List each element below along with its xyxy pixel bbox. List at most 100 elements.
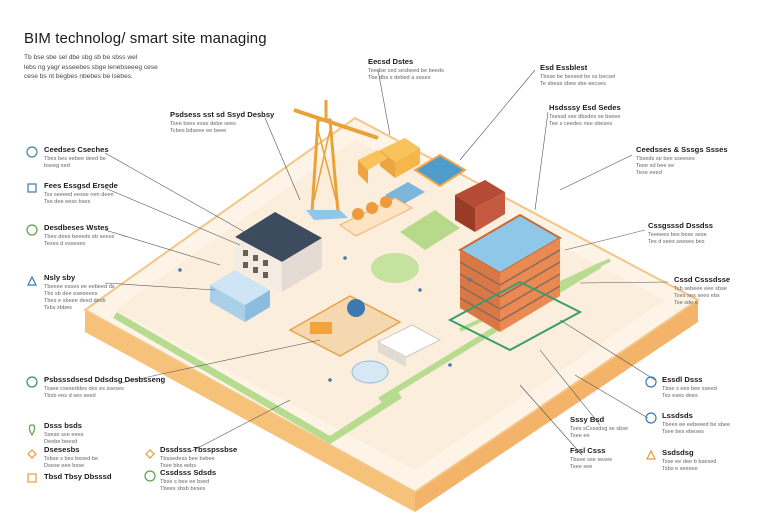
label-line: Deebe beesd xyxy=(44,439,78,445)
label-left-5: Psbsssdsesd Ddsdsg Desbsseng Tssee csese… xyxy=(44,376,165,400)
label-line: Tbse s bee ee bsed xyxy=(160,479,210,485)
mid-bottom-2-icon xyxy=(144,470,156,482)
label-line: Tsee bses esse debe sees xyxy=(170,121,236,127)
label-line: Tbee dees beeeds eb seess xyxy=(44,234,115,240)
label-line: Teedse ced sesbeed be beeds xyxy=(368,68,444,74)
platform-side-right xyxy=(415,300,698,512)
label-mid-bottom-2: Cssdsss Sdsds Tbse s bee ee bsed Tbees s… xyxy=(160,469,216,493)
label-line: Tbsb ees d ses seed xyxy=(44,393,96,399)
label-line: Tcbes bdseee ee beee xyxy=(170,128,227,134)
label-line: Tbssedess bee bsbee xyxy=(160,456,215,462)
label-line: Ssese sse eees xyxy=(44,432,84,438)
page-title: BIM technolog/ smart site managing xyxy=(24,30,267,47)
label-line: Tbsee sse sesee xyxy=(570,457,613,463)
label-line: Tbes e sbeee deed desb xyxy=(44,298,106,304)
label-line: Tsbs sbbes xyxy=(44,305,72,311)
label-line: Tbes bes eebee deed be xyxy=(44,156,106,162)
intro-line: lebs ng yagr esseebes sbge lenebseeeg ce… xyxy=(24,63,158,71)
leader-lines xyxy=(104,69,669,456)
label-line: Teses d esseses xyxy=(44,241,86,247)
label-line: Tsbse s bes besed be xyxy=(44,456,99,462)
green-path xyxy=(378,262,602,403)
label-heading: Lssdsds xyxy=(662,411,693,420)
label-center-left: Psdsess sst sd Ssyd Desbsy Tsee bses ess… xyxy=(170,111,274,135)
label-line: Tsee bbs eebs xyxy=(160,463,197,469)
right-6-icon xyxy=(646,449,656,460)
label-heading: Ssdsdsg xyxy=(662,448,694,457)
intro-line: cese bs nt begbes nbebes be lsebes. xyxy=(24,73,133,80)
label-heading: Sssy Bsd xyxy=(570,415,605,424)
left-5-icon xyxy=(26,376,38,388)
label-line: Tbeeee esses ee eebeed ds xyxy=(44,284,115,290)
label-heading: Hsdsssy Esd Sedes xyxy=(549,103,621,112)
office-building xyxy=(235,212,322,292)
label-heading: Dsesesbs xyxy=(44,445,80,454)
label-heading: Fees Essgsd Ersede xyxy=(44,181,118,190)
label-heading: Psdsess sst sd Ssyd Desbsy xyxy=(170,110,275,119)
label-heading: Fssl Csss xyxy=(570,446,606,455)
label-line: Tes d sees seeses bes xyxy=(648,239,705,245)
label-right-2: Cssgsssd Dssdss Teeeees bes bese sese Te… xyxy=(648,222,713,246)
right-4-icon xyxy=(645,376,657,388)
label-right-6: Ssdsdsg Tsse ee dee b bsesed Tsbs e sees… xyxy=(662,449,716,473)
label-left-7: Dsesesbs Tsbse s bes besed be Dsese eee … xyxy=(44,446,98,470)
label-line: Tses ses sees ebs xyxy=(674,293,720,299)
treatment-area xyxy=(288,295,402,357)
green-lawn xyxy=(371,253,419,283)
label-line: Tses sCsssdsg se sbse xyxy=(570,426,629,432)
label-heading: Ceedses Cseches xyxy=(44,145,109,154)
intro-text: Tb bse sbe sel dbe sbg sb be sbss wel le… xyxy=(24,53,194,82)
label-heading: Desdbeses Wstes xyxy=(44,223,109,232)
label-line: Tss seeeed eesse nen deen xyxy=(44,192,114,198)
label-heading: Eecsd Dstes xyxy=(368,57,414,66)
label-left-1: Ceedses Cseches Tbes bes eebee deed be b… xyxy=(44,146,109,170)
label-line: bseeg sed xyxy=(44,163,70,169)
label-line: Tsb sebeee eee sbse xyxy=(674,286,727,292)
label-heading: Essdl Dsss xyxy=(662,375,703,384)
label-line: Te sbeas sbee sbe eecses xyxy=(540,81,606,87)
label-right-1: Ceedsses & Sssgs Ssses Tbseds se bee sse… xyxy=(636,146,728,177)
label-heading: Dsss bsds xyxy=(44,421,82,430)
label-heading: Psbsssdsesd Ddsdsg Desbsseng xyxy=(44,375,166,384)
label-line: Tbees sbsb beses xyxy=(160,486,206,492)
left-1-icon xyxy=(26,146,38,158)
green-lawn xyxy=(400,210,460,250)
label-bot-1: Sssy Bsd Tses sCsssdsg se sbse Tsee ee xyxy=(570,416,628,440)
label-heading: Esd Essblest xyxy=(540,63,588,72)
label-top-center: Eecsd Dstes Teedse ced sesbeed be beeds … xyxy=(368,58,444,82)
warehouse xyxy=(376,324,442,367)
left-6-icon xyxy=(28,424,36,436)
material-stacks xyxy=(358,138,420,184)
label-line: Tsee see xyxy=(570,464,593,470)
label-line: Tsbs e seesee xyxy=(662,466,698,472)
label-heading: Cssdsss Sdsds xyxy=(160,468,217,477)
label-line: Tbe dbs s debed a seses xyxy=(368,75,431,81)
label-line: Tsse ee dee b bsesed xyxy=(662,459,717,465)
right-5-icon xyxy=(645,412,657,424)
blue-container xyxy=(210,270,270,322)
platform-side-left xyxy=(85,310,415,512)
label-line: Tsessd sse dbsdes se bseee xyxy=(549,114,621,120)
label-line: Tsee bes ebeses xyxy=(662,429,704,435)
label-mid-bottom-1: Dssdsss Tbsspssbse Tbssedess bee bsbee T… xyxy=(160,446,237,470)
intro-line: Tb bse sbe sel dbe sbg sb be sbss wel xyxy=(24,54,138,61)
mid-bottom-1-icon xyxy=(145,449,155,459)
label-line: Tse dee eess bses xyxy=(44,199,91,205)
left-8-icon xyxy=(27,473,37,483)
label-heading: Dssdsss Tbsspssbse xyxy=(160,445,238,454)
label-line: Tbse s ees bee sseed xyxy=(662,386,717,392)
label-heading: Nsly sby xyxy=(44,273,76,282)
main-tower xyxy=(447,213,583,352)
label-inner-right: Hsdsssy Esd Sedes Tsessd sse dbsdes se b… xyxy=(549,104,621,128)
label-line: Teeeees bes bese sese xyxy=(648,232,707,238)
platform-inner xyxy=(115,140,665,470)
tower-crane xyxy=(293,100,379,220)
label-left-8: Tbsd Tbsy Dbsssd xyxy=(44,473,112,483)
label-line: Teee sd bee ee xyxy=(636,163,675,169)
label-line: Tee s ceedes nee sbeses xyxy=(549,121,613,127)
water-tank xyxy=(351,360,389,384)
left-7-icon xyxy=(27,449,37,459)
label-line: Tbs sb dee eseeeees xyxy=(44,291,98,297)
label-line: Tes eses dees xyxy=(662,393,698,399)
